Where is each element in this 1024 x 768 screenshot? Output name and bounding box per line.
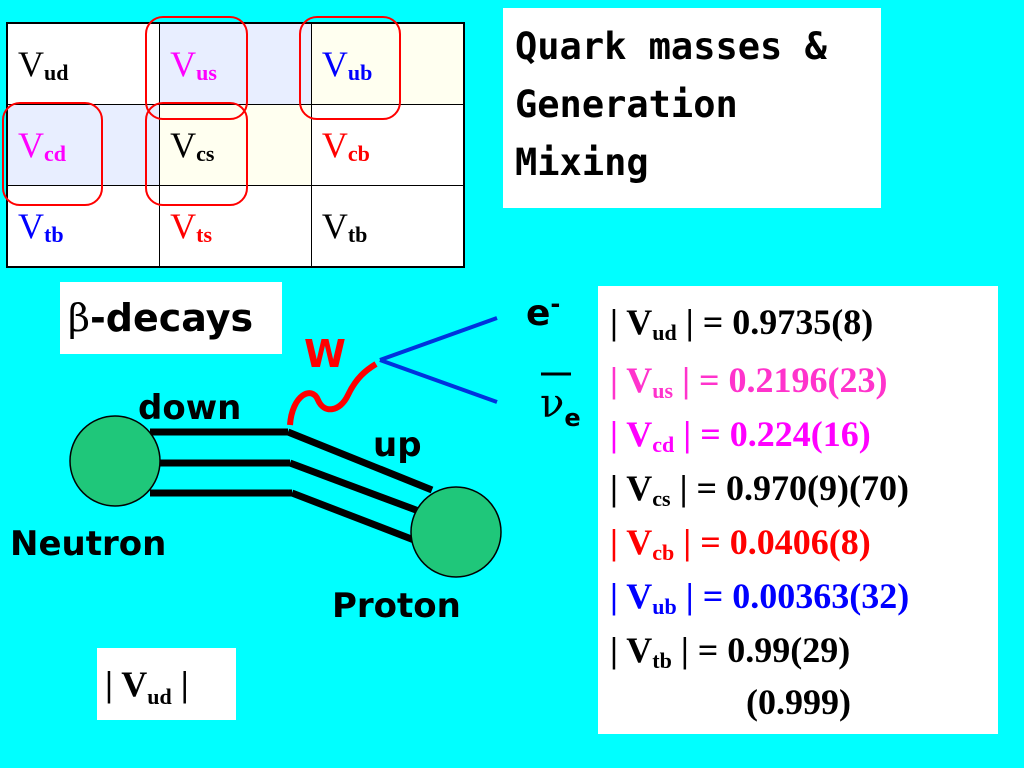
highlight-ring-us xyxy=(145,16,248,120)
value-vcb-pre: | V xyxy=(610,522,653,562)
cell-ts-base: V xyxy=(170,205,197,246)
electron-symbol: e xyxy=(526,293,551,334)
value-vus-pre: | V xyxy=(610,360,653,400)
neutrino-line xyxy=(379,358,498,404)
quark-line-bottom-up xyxy=(290,489,416,544)
w-boson-label: W xyxy=(304,332,346,376)
value-vcd-pre: | V xyxy=(610,414,653,454)
title-box: Quark masses & Generation Mixing xyxy=(503,8,881,208)
beta-decays-text: -decays xyxy=(89,296,254,340)
cell-ud-sub: ud xyxy=(44,59,69,85)
value-vud-post: | = 0.9735(8) xyxy=(676,302,874,342)
cell-us-sub: us xyxy=(196,59,217,85)
highlight-ring-cd xyxy=(2,102,103,206)
cell-ud-base: V xyxy=(18,43,44,84)
cell-cs-sub: cs xyxy=(196,140,215,166)
matrix-cell-us: Vus xyxy=(159,22,312,105)
ckm-matrix-table: Vud Vus Vub Vcd Vcs Vcb Vtb Vts Vtb xyxy=(6,22,465,268)
value-vcd-sub: cd xyxy=(652,432,675,457)
neutrino-symbol: ν xyxy=(540,381,565,427)
ckm-values-box: | Vud | = 0.9735(8) | Vus | = 0.2196(23)… xyxy=(598,286,998,734)
quark-line-top-up xyxy=(286,428,434,494)
value-vcb-sub: cb xyxy=(652,540,675,565)
cell-cb-sub: cb xyxy=(347,140,370,166)
electron-label: e- xyxy=(526,290,560,334)
cell-tb-right-sub: tb xyxy=(347,221,368,247)
value-vus-post: | = 0.2196(23) xyxy=(673,360,888,400)
cell-cb-base: V xyxy=(321,124,348,165)
value-vus-sub: us xyxy=(652,378,674,403)
value-vub: | Vub | = 0.00363(32) xyxy=(610,576,909,627)
value-vcs-pre: | V xyxy=(610,468,653,508)
vud-label: | Vud | xyxy=(97,648,236,733)
cell-cd-base: V xyxy=(18,124,44,165)
proton-label: Proton xyxy=(332,586,461,626)
beta-decays-label: β-decays xyxy=(60,282,282,354)
matrix-cell-tb-left: Vtb xyxy=(6,185,161,268)
cell-cs-base: V xyxy=(170,124,197,165)
w-boson-wavy-line xyxy=(287,361,378,426)
matrix-cell-ub: Vub xyxy=(310,22,465,105)
matrix-cell-tb-right: Vtb xyxy=(310,185,465,268)
cell-tb-right-base: V xyxy=(321,205,348,246)
value-vtb-pre: | V xyxy=(610,630,653,670)
value-vub-pre: | V xyxy=(610,576,653,616)
beta-symbol: β xyxy=(68,296,90,340)
vud-pre: | V xyxy=(105,664,148,704)
value-vtb-post: | = 0.99(29) xyxy=(671,630,851,670)
vud-sub: ud xyxy=(147,684,172,710)
highlight-ring-cs xyxy=(145,102,248,206)
cell-us-base: V xyxy=(170,43,197,84)
proton-circle xyxy=(410,486,502,578)
vud-box: | Vud | xyxy=(97,648,236,720)
value-vud-pre: | V xyxy=(610,302,653,342)
value-vub-sub: ub xyxy=(652,594,677,619)
highlight-ring-ub xyxy=(299,16,401,120)
value-vtb-sub: tb xyxy=(652,648,672,673)
neutrino-subscript: e xyxy=(564,404,581,432)
value-vcb-post: | = 0.0406(8) xyxy=(674,522,871,562)
cell-cd-sub: cd xyxy=(44,140,66,166)
cell-tb-left-base: V xyxy=(18,205,44,246)
cell-tb-left-sub: tb xyxy=(44,221,64,247)
beta-decays-box: β-decays xyxy=(60,282,282,354)
slide-title: Quark masses & Generation Mixing xyxy=(515,25,827,184)
vud-post: | xyxy=(171,664,189,704)
matrix-cell-cd: Vcd xyxy=(6,104,161,186)
value-vub-post: | = 0.00363(32) xyxy=(676,576,910,616)
value-vcb: | Vcb | = 0.0406(8) xyxy=(610,522,871,573)
value-vus: | Vus | = 0.2196(23) xyxy=(610,360,888,411)
cell-ts-sub: ts xyxy=(196,221,213,247)
down-quark-label: down xyxy=(138,388,242,428)
cell-ub-sub: ub xyxy=(347,59,373,85)
value-vcs: | Vcs | = 0.970(9)(70) xyxy=(610,468,909,519)
value-vud: | Vud | = 0.9735(8) xyxy=(610,302,873,353)
up-quark-label: up xyxy=(373,425,422,465)
neutron-label: Neutron xyxy=(10,524,167,564)
value-vud-sub: ud xyxy=(652,320,677,345)
value-vcs-sub: cs xyxy=(652,486,671,511)
value-vtb-alt: (0.999) xyxy=(746,682,851,722)
antineutrino-label: νe xyxy=(540,380,581,432)
electron-line xyxy=(379,316,498,362)
electron-charge: - xyxy=(550,290,561,318)
value-vcs-post: | = 0.970(9)(70) xyxy=(670,468,910,508)
matrix-row: Vtb Vts Vtb xyxy=(6,185,465,268)
quark-line-middle-up xyxy=(288,459,426,517)
cell-ub-base: V xyxy=(321,43,348,84)
value-vcd: | Vcd | = 0.224(16) xyxy=(610,414,871,465)
value-vcd-post: | = 0.224(16) xyxy=(674,414,871,454)
value-vtb: | Vtb | = 0.99(29) xyxy=(610,630,850,681)
neutron-circle xyxy=(69,415,161,507)
